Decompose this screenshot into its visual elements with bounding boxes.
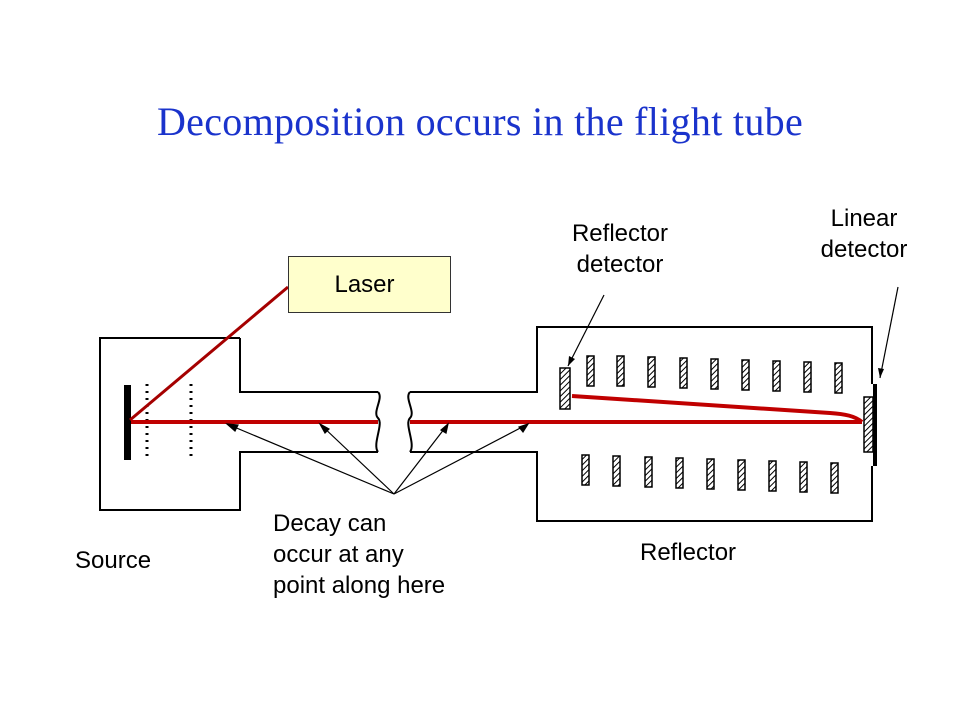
instrument-outline — [99, 326, 873, 522]
linear-detector-mount — [873, 384, 877, 466]
decay-note: Decay can occur at any point along here — [273, 510, 446, 600]
laser-beam — [129, 285, 289, 422]
ion-path — [131, 394, 864, 424]
reflector-lower-lenses — [581, 454, 839, 494]
source-label: Source — [75, 547, 152, 574]
decay-arrows — [225, 422, 530, 495]
linear-detector — [863, 396, 874, 453]
laser-label: Laser — [334, 270, 395, 298]
linear-detector-label: Linear detector — [820, 205, 908, 264]
reflector-upper-lenses — [586, 355, 843, 394]
laser-box: Laser — [288, 256, 451, 313]
slide-title: Decomposition occurs in the flight tube — [156, 99, 804, 144]
reflector-label: Reflector — [640, 539, 737, 566]
linear-detector-pointer — [879, 286, 899, 379]
reflector-detector — [559, 367, 571, 410]
source-plate — [124, 385, 131, 460]
reflector-detector-pointer — [567, 294, 605, 367]
reflector-detector-label: Reflector detector — [571, 220, 669, 279]
